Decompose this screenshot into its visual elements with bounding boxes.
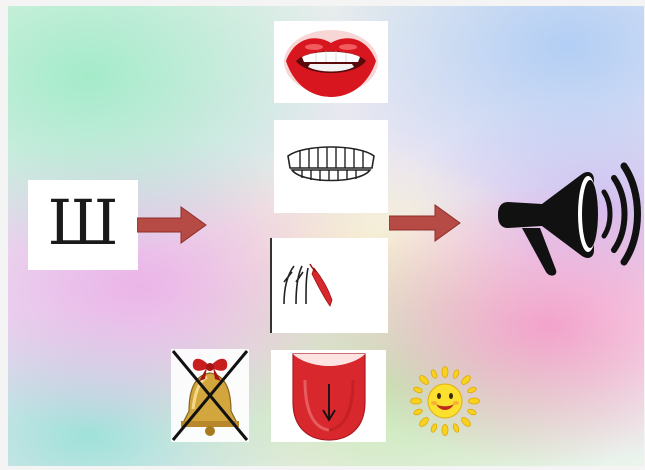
smiling-sun-icon <box>410 366 480 436</box>
crossed-out-bell-icon <box>171 349 249 442</box>
letter-sh: Ш <box>48 192 119 254</box>
arrow-right-icon <box>137 206 207 244</box>
teeth-card <box>274 120 388 213</box>
letter-card: Ш <box>28 180 138 270</box>
tongue-down-arrow-icon <box>271 350 386 442</box>
open-lips-icon <box>274 21 388 103</box>
arrow-right-icon <box>389 204 461 242</box>
lips-card <box>274 21 388 103</box>
tongue-cup-card <box>270 238 388 333</box>
slide: Ш <box>8 6 644 466</box>
megaphone-icon <box>492 152 642 277</box>
tongue-cup-icon <box>272 238 388 333</box>
teeth-smile-icon <box>274 120 388 213</box>
bell-card <box>171 349 249 442</box>
tongue-card <box>271 350 386 442</box>
